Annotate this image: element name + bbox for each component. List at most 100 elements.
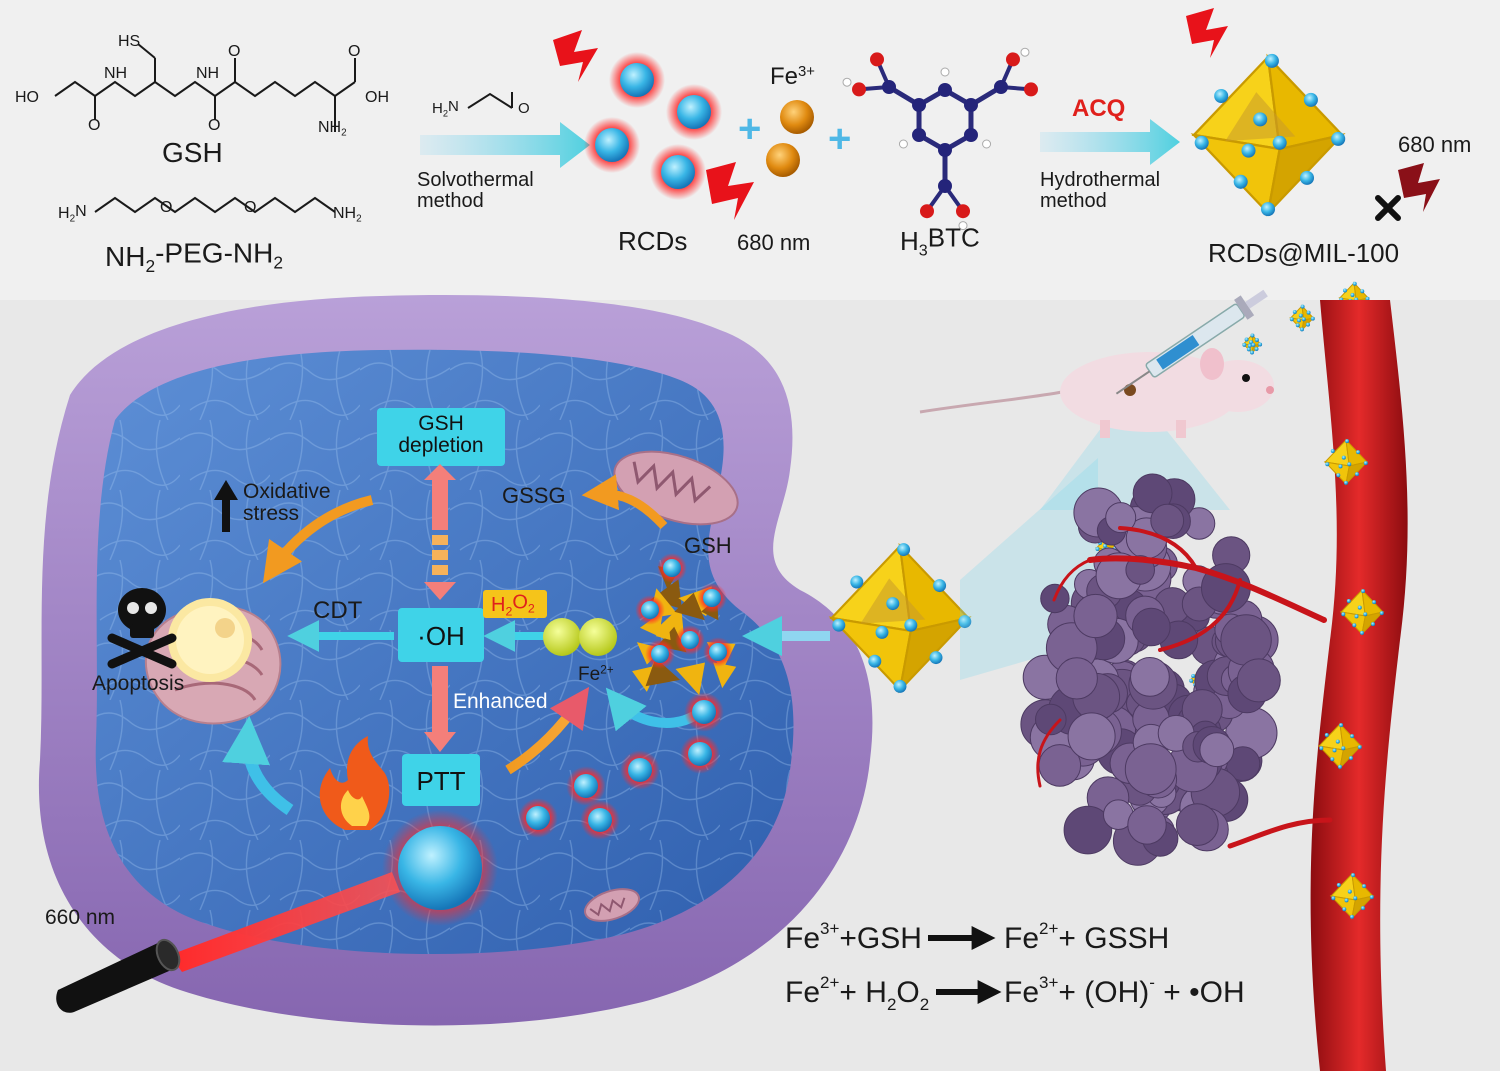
carbon-dot-icon	[580, 800, 620, 840]
gsh-atom-o-3: O	[228, 43, 240, 60]
lightning-icon	[706, 162, 754, 220]
mouse-icon	[919, 348, 1274, 438]
blood-vessel	[1310, 300, 1408, 1071]
lightning-icon	[553, 30, 598, 82]
carbon-dot-icon	[649, 143, 707, 201]
oh-radical-box	[398, 608, 484, 662]
carbon-dot-icon	[680, 734, 720, 774]
peg-atom-left: H2​N	[58, 203, 87, 225]
gsh-atom-hs: HS	[118, 33, 140, 50]
equation-1: Fe3++GSH	[785, 919, 922, 955]
mof-octahedron-icon	[1323, 438, 1369, 486]
label-line: GSH	[418, 412, 464, 435]
cdt-label: CDT	[313, 597, 363, 624]
gsh-atom-oh: OH	[365, 89, 389, 106]
plus-icon: +	[828, 117, 851, 161]
ptt-label: PTT	[416, 766, 465, 796]
gsh-atom-nh-1: NH	[104, 65, 127, 82]
equation-2: Fe2++ H2O2	[785, 973, 929, 1014]
laser-wavelength-label: 660 nm	[45, 906, 115, 929]
tumor-capillaries	[1036, 526, 1333, 849]
carbon-dot-icon	[608, 51, 666, 109]
peg-structure	[94, 196, 336, 214]
ptt-apoptosis-arrow	[222, 715, 294, 815]
formamide-atom-o: O	[518, 100, 530, 117]
carbon-dot-icon	[697, 583, 727, 613]
label-line: Oxidative	[243, 480, 331, 503]
gsh-depletion-box	[377, 408, 505, 466]
gsh-atom-labels: HS HO NH NH OH NH2​ O O O O	[15, 33, 389, 138]
mof-octahedron-icon	[1242, 333, 1263, 355]
injected-nanoparticles	[1242, 281, 1370, 355]
h2o2-label: H2​O2​	[491, 591, 535, 618]
fe3-label: Fe3+​	[770, 63, 815, 90]
acq-label: ACQ	[1072, 95, 1125, 122]
mof-octahedron-icon	[1289, 304, 1315, 332]
fe3-icon	[766, 100, 814, 177]
laser-beam	[170, 872, 400, 972]
quenched-lightning-icon	[1398, 163, 1440, 212]
plus-icon: +	[738, 107, 761, 151]
mof-octahedron-icon	[828, 542, 972, 694]
tumor-icon	[1020, 473, 1281, 866]
released-carbon-dots	[518, 692, 724, 840]
gsh-oxidation-arrow	[581, 474, 668, 530]
enhanced-arrow	[505, 686, 590, 775]
peg-atom-o-2: O	[244, 199, 256, 216]
h3btc-label: H3​BTC	[900, 223, 980, 260]
enhanced-label: Enhanced	[453, 690, 548, 713]
gsh-atom-o-1: O	[88, 117, 100, 134]
gsh-label-cell: GSH	[684, 533, 732, 558]
formamide-structure	[467, 92, 513, 109]
apoptosis-label: Apoptosis	[92, 672, 184, 695]
formamide-atom-h2n: H2​N	[432, 98, 459, 118]
peg-atom-right: NH2​	[333, 205, 362, 224]
equation-2-products: Fe3++ (OH)- + •OH	[1004, 973, 1245, 1009]
h2o2-badge	[483, 590, 547, 618]
gsh-atom-ho: HO	[15, 89, 39, 106]
mof-octahedron-icon	[1317, 722, 1363, 770]
carbon-dot-large-icon	[382, 810, 498, 926]
gsh-atom-nh-2: NH	[196, 65, 219, 82]
solvothermal-arrow	[420, 122, 590, 168]
carbon-dot-icon	[675, 625, 705, 655]
label-line: method	[417, 190, 484, 212]
fe2-label: Fe2+​	[578, 664, 614, 685]
laser-pen-icon	[56, 938, 181, 1013]
reaction-equations: Fe3++GSH Fe2++ GSSH Fe2++ H2O2 Fe3++ (OH…	[785, 919, 1245, 1014]
skull-crossbones-icon	[107, 588, 177, 669]
mof-octahedron-icon	[1329, 872, 1375, 920]
label-line: Hydrothermal	[1040, 169, 1160, 191]
carbon-dot-icon	[684, 692, 724, 732]
equation-1-products: Fe2++ GSSH	[1004, 919, 1169, 955]
label-line: Solvothermal	[417, 169, 534, 191]
rcds-mil100-octahedron-icon	[828, 542, 972, 694]
product-label: RCDs@MIL-100	[1208, 238, 1399, 268]
h3btc-molecule-icon	[842, 47, 1038, 231]
gsh-atom-o-2: O	[208, 117, 220, 134]
mitochondrion-small-icon	[584, 888, 640, 922]
rcds-emission-label: 680 nm	[737, 230, 810, 255]
rcds-cluster	[553, 30, 754, 220]
oh-radical-label: ·OH	[417, 621, 465, 651]
carbon-dot-icon	[657, 553, 687, 583]
oxidative-stress-arrow	[262, 495, 374, 584]
hydrothermal-arrow	[1040, 119, 1180, 165]
mof-octahedron-icon	[1190, 53, 1346, 217]
lightning-icon	[1186, 8, 1228, 58]
carbon-dot-icon	[703, 637, 733, 667]
syringe-icon	[1115, 289, 1268, 395]
gsh-label: GSH	[162, 137, 223, 168]
gsh-oh-link-arrow	[424, 464, 456, 600]
up-arrow-icon	[214, 480, 238, 532]
blocked-x-icon	[1375, 195, 1401, 221]
carbon-dot-icon	[645, 639, 675, 669]
mof-octahedron-icon	[1339, 588, 1385, 636]
mof-fragments-cluster	[632, 553, 737, 696]
gsh-atom-o-4: O	[348, 43, 360, 60]
fe2-icon	[543, 618, 617, 656]
